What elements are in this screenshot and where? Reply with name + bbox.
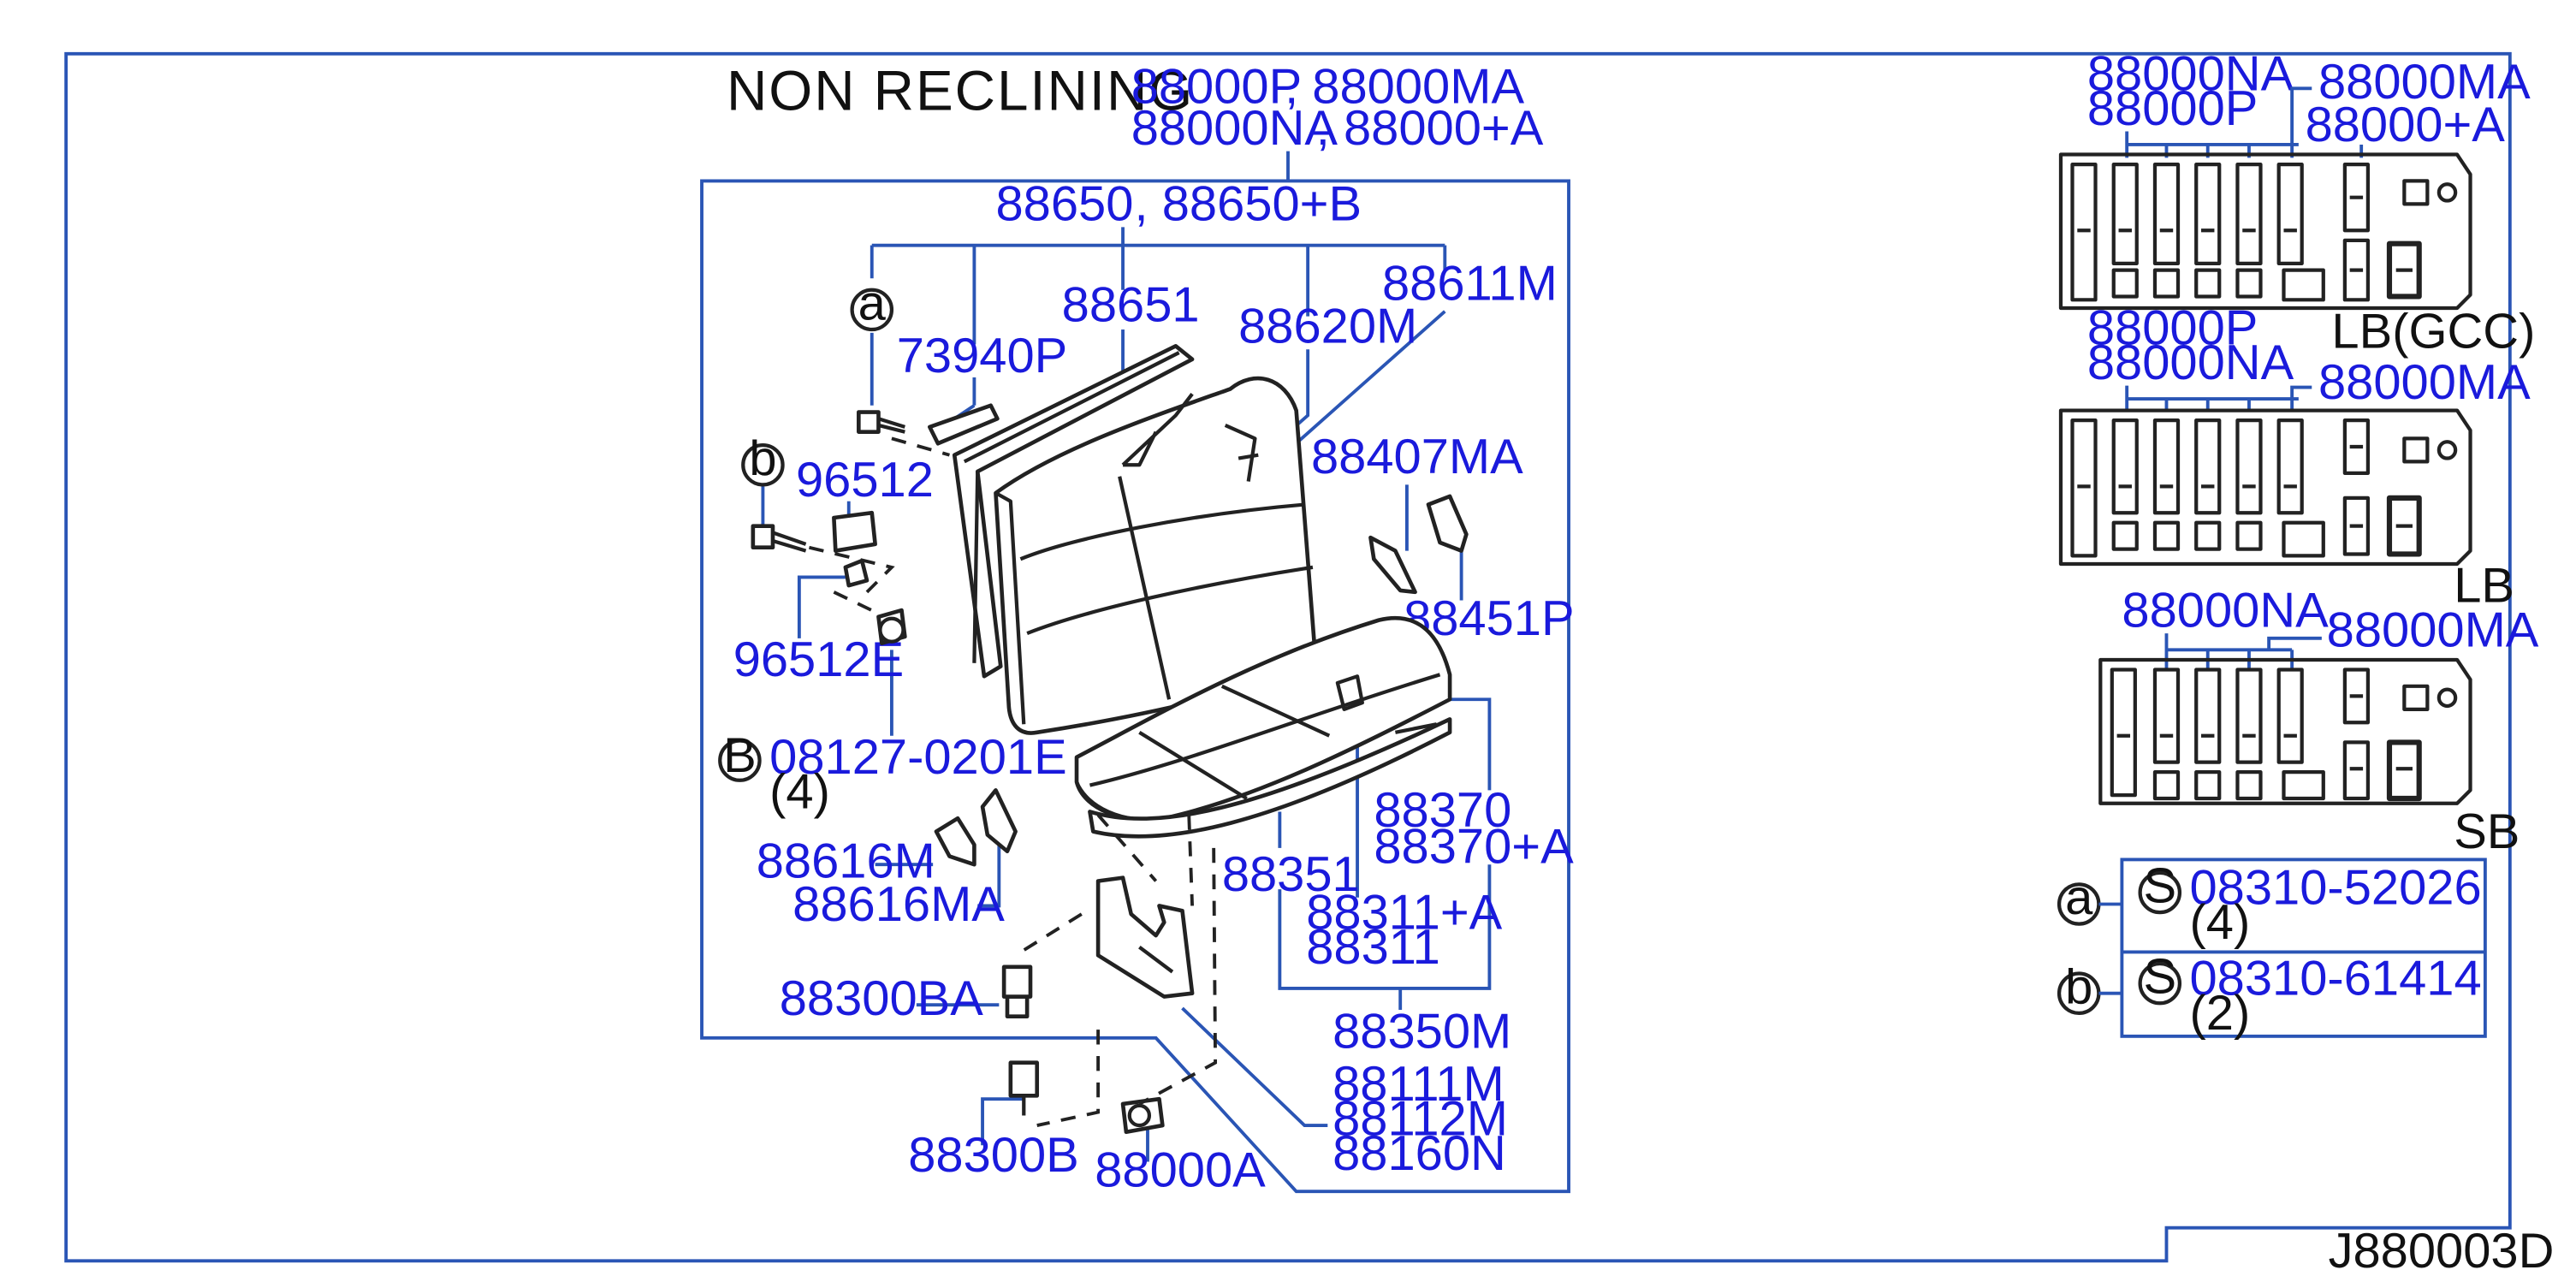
part-label: 88351 bbox=[1222, 847, 1360, 902]
seat-cushion-illustration bbox=[1074, 615, 1452, 839]
part-label: 88616MA bbox=[792, 877, 1005, 932]
part-label: 88616M bbox=[757, 834, 935, 889]
variant-label: 88000MA bbox=[2327, 603, 2539, 658]
svg-text:B: B bbox=[723, 728, 757, 783]
variant-label: 88000P bbox=[2087, 81, 2258, 136]
part-label: 96512E bbox=[733, 632, 905, 687]
svg-text:S: S bbox=[2143, 859, 2176, 914]
part-label: 88620M bbox=[1238, 299, 1417, 353]
quantity-label: (4) bbox=[769, 765, 830, 820]
part-label: 88000P bbox=[1131, 60, 1303, 115]
outer-frame bbox=[64, 51, 2512, 1263]
variant-label: 88000MA bbox=[2318, 55, 2531, 110]
diagram-id: J880003D bbox=[2329, 1224, 2555, 1270]
seat-back-frame-illustration bbox=[952, 344, 1195, 679]
part-label: , 88650+B bbox=[1135, 177, 1362, 232]
part-label: 08310-52026 bbox=[2189, 861, 2481, 916]
part-label: , 88000+A bbox=[1316, 101, 1544, 156]
svg-text:b: b bbox=[749, 431, 776, 486]
screw-row: a S 08310-52026 (4) bbox=[2057, 859, 2482, 950]
screw-row: b S 08310-61414 (2) bbox=[2057, 950, 2482, 1041]
part-label: 88311+A bbox=[1306, 885, 1502, 940]
seat-layout-outline bbox=[2098, 657, 2472, 805]
assembly-frame bbox=[700, 179, 1570, 1194]
part-label: 88370 bbox=[1374, 783, 1511, 838]
seat-layout-outline bbox=[2058, 152, 2472, 311]
fastener-illustrations bbox=[751, 403, 1165, 1135]
part-label: 88000A bbox=[1095, 1142, 1266, 1197]
svg-text:S: S bbox=[2143, 950, 2176, 1005]
seat-back-illustration bbox=[994, 376, 1319, 735]
variant-label: 88000MA bbox=[2318, 355, 2531, 410]
seat-hinge-illustration bbox=[1095, 875, 1195, 999]
callout-b: b bbox=[741, 431, 785, 487]
part-label: 96512 bbox=[796, 453, 934, 507]
dashed-guide-lines bbox=[808, 436, 1218, 1127]
variant-caption: LB bbox=[2454, 558, 2514, 613]
part-label: 88300BA bbox=[780, 971, 984, 1026]
variant-label: 88000NA bbox=[2087, 46, 2294, 101]
bracket-line bbox=[870, 227, 1447, 345]
part-label: 88111M bbox=[1333, 1057, 1505, 1112]
quantity-label: (4) bbox=[2189, 895, 2250, 950]
variant-label: 88000NA bbox=[2122, 583, 2329, 638]
svg-text:a: a bbox=[858, 276, 887, 330]
callout-a: a bbox=[850, 276, 894, 332]
variant-label: 88000NA bbox=[2087, 335, 2294, 390]
part-label: 88650 bbox=[995, 177, 1133, 232]
part-label: 08127-0201E bbox=[769, 730, 1067, 785]
side-trim-illustration bbox=[934, 494, 1469, 867]
svg-text:b: b bbox=[2065, 959, 2092, 1014]
part-label: 73940P bbox=[897, 329, 1068, 383]
top-assembly-refs: 88000P , 88000MA 88000NA , 88000+A bbox=[1131, 60, 1544, 156]
part-label: 88350M bbox=[1333, 1004, 1511, 1059]
quantity-label: (2) bbox=[2189, 986, 2250, 1041]
part-label: , 88000MA bbox=[1285, 60, 1524, 115]
part-label: 88611M bbox=[1382, 256, 1558, 311]
part-labels: 73940P 88651 88620M 88611M 96512 96512E … bbox=[733, 256, 1575, 1197]
part-label: 88651 bbox=[1062, 277, 1200, 332]
part-label: 08310-61414 bbox=[2189, 952, 2481, 1006]
screw-table: a S 08310-52026 (4) b S 08310-61414 (2) bbox=[2057, 858, 2487, 1041]
diagram-title: NON RECLINING bbox=[727, 59, 1194, 122]
callout-bolt-B: B bbox=[718, 728, 762, 783]
part-label: 88000NA bbox=[1131, 101, 1338, 156]
part-label: 88300B bbox=[908, 1128, 1079, 1183]
svg-text:a: a bbox=[2065, 870, 2093, 925]
part-label: 88370+A bbox=[1374, 819, 1574, 874]
variant-caption: SB bbox=[2454, 804, 2520, 859]
variant-lb: 88000P 88000NA 88000MA LB bbox=[2058, 300, 2531, 613]
variant-sb: 88000NA 88000MA SB bbox=[2098, 583, 2539, 859]
part-label: 88112M bbox=[1333, 1092, 1508, 1147]
variant-lb-gcc: 88000NA 88000P 88000MA 88000+A LB(GCC) bbox=[2058, 46, 2535, 359]
part-label: 88160N bbox=[1333, 1126, 1506, 1181]
seat-layout-outline bbox=[2058, 408, 2472, 567]
variant-caption: LB(GCC) bbox=[2331, 304, 2535, 359]
part-label: 88311 bbox=[1306, 920, 1440, 975]
part-label: 88407MA bbox=[1311, 430, 1523, 484]
variant-label: 88000P bbox=[2087, 300, 2258, 355]
variant-label: 88000+A bbox=[2306, 98, 2506, 152]
